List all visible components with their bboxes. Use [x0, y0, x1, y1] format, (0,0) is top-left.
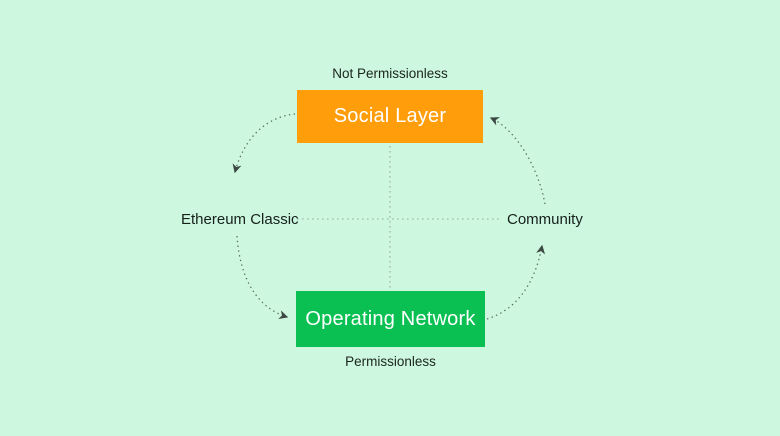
social-layer-node[interactable]: Social Layer — [297, 90, 483, 143]
operating-network-node[interactable]: Operating Network — [296, 291, 485, 347]
operating-network-label: Operating Network — [305, 307, 476, 330]
social-layer-label: Social Layer — [333, 105, 447, 127]
ethereum-classic-label: Ethereum Classic — [181, 211, 299, 228]
arrow-ethereum-classic-to-operating — [236, 235, 289, 320]
social-layer-caption: Not Permissionless — [332, 66, 448, 81]
arrow-operating-to-community — [486, 244, 546, 320]
arrow-community-to-social — [489, 117, 546, 205]
arrow-social-to-ethereum-classic — [232, 113, 296, 174]
operating-network-caption: Permissionless — [345, 354, 436, 369]
community-label: Community — [507, 211, 583, 228]
